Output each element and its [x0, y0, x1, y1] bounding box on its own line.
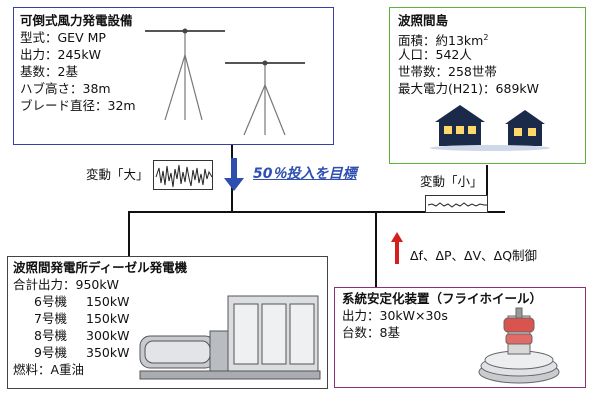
- wind-model: 型式：GEV MP: [20, 30, 106, 45]
- stabilizer-count: 台数：8基: [342, 325, 400, 340]
- main-bus-line: [128, 211, 505, 213]
- island-peak-power: 最大電力(H21)：689kW: [398, 81, 540, 96]
- target-text: 50％投入を目標: [253, 166, 357, 182]
- diesel-total: 合計出力：950kW: [13, 277, 119, 292]
- stabilizer-output: 出力：30kW×30s: [342, 308, 448, 323]
- diesel-unit-6-name: 6号機: [34, 294, 67, 309]
- stabilizer-title: 系統安定化装置（フライホイール）: [342, 291, 543, 306]
- diesel-unit-7-name: 7号機: [34, 311, 67, 326]
- control-text: Δf、ΔP、ΔV、ΔQ制御: [410, 248, 538, 263]
- diesel-fuel: 燃料：A重油: [13, 362, 85, 377]
- diesel-generator-illustration: [139, 295, 321, 380]
- island-households: 世帯数：258世帯: [398, 64, 497, 79]
- diesel-unit-7-output: 150kW: [86, 311, 130, 326]
- houses-illustration: [430, 105, 550, 151]
- vertical-feeder-island: [486, 165, 488, 212]
- diesel-unit-9-name: 9号機: [34, 345, 67, 360]
- wind-hub-height: ハブ高さ：38m: [20, 81, 111, 96]
- island-population: 人口：542人: [398, 47, 472, 62]
- diesel-unit-8-name: 8号機: [34, 328, 67, 343]
- drop-diesel: [128, 211, 130, 256]
- island-panel: [389, 7, 586, 164]
- island-area-sup: 2: [483, 33, 489, 42]
- wind-count: 基数：2基: [20, 64, 78, 79]
- fluctuation-small-label: 変動「小」: [420, 174, 483, 189]
- wind-turbine-title: 可倒式風力発電設備: [20, 13, 133, 28]
- diesel-unit-8-output: 300kW: [86, 328, 130, 343]
- down-arrow-icon: [224, 158, 244, 191]
- drop-stabilizer: [375, 211, 377, 287]
- large-wave-icon: [155, 164, 213, 188]
- fluctuation-large-label: 変動「大」: [86, 167, 149, 182]
- island-area: 面積：約13km2: [398, 30, 488, 50]
- island-title: 波照間島: [398, 13, 449, 28]
- wind-turbine-illustration: [145, 28, 305, 136]
- fluctuation-large-graph: [153, 160, 213, 190]
- wind-output: 出力：245kW: [20, 47, 101, 62]
- flywheel-illustration: [478, 307, 560, 384]
- island-area-text: 面積：約13km: [398, 33, 484, 49]
- diesel-title: 波照間発電所ディーゼル発電機: [13, 260, 188, 275]
- diesel-unit-9-output: 350kW: [86, 345, 130, 360]
- up-arrow-icon: [391, 232, 403, 264]
- fluctuation-small-graph: [425, 195, 488, 213]
- diesel-unit-6-output: 150kW: [86, 294, 130, 309]
- wind-blade-diameter: ブレード直径：32m: [20, 98, 136, 113]
- small-wave-icon: [427, 202, 487, 208]
